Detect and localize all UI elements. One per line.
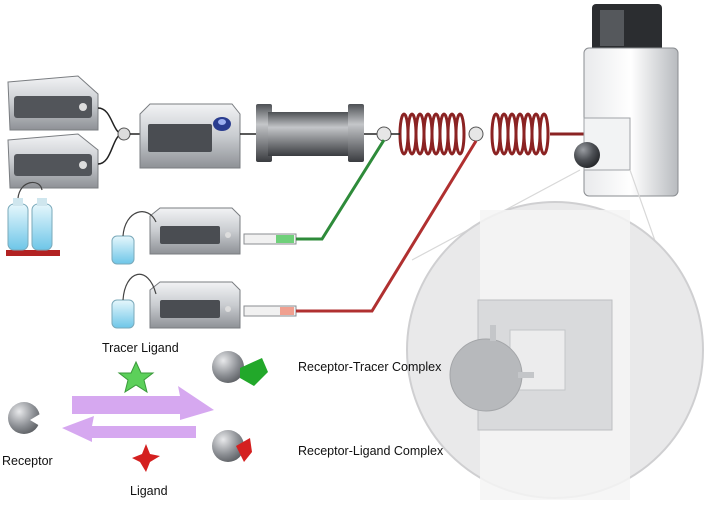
- tracer-infusion-pump: [111, 207, 241, 265]
- tracer-line: [296, 139, 386, 241]
- receptor-ligand-complex-label: Receptor-Ligand Complex: [298, 444, 444, 458]
- solvent-pump-lower: [7, 133, 99, 189]
- solvent-pump-upper: [7, 75, 99, 131]
- reaction-coil-2: [490, 112, 550, 156]
- mass-spectrometer: [574, 4, 679, 197]
- ion-source-ball: [574, 142, 600, 168]
- ligand-infusion-pump: [111, 273, 241, 329]
- ligand-line: [296, 140, 478, 313]
- tracer-ligand-label: Tracer Ligand: [102, 341, 179, 355]
- ligand-mixing-tee: [468, 126, 484, 142]
- ligand-star-icon: [132, 444, 160, 472]
- tracer-ligand-star-icon: [117, 360, 155, 394]
- reaction-coil-1: [398, 112, 466, 156]
- tracer-mixing-tee: [376, 126, 392, 142]
- solvent-bottles: [6, 181, 60, 256]
- receptor-icon: [8, 402, 40, 434]
- equilibrium-arrows-icon: [62, 386, 214, 442]
- column: [256, 104, 364, 162]
- ligand-label: Ligand: [130, 484, 168, 498]
- receptor-label: Receptor: [2, 454, 53, 468]
- receptor-tracer-complex-icon: [212, 351, 268, 386]
- receptor-ligand-complex-icon: [212, 430, 252, 462]
- autosampler: [139, 103, 241, 169]
- tracer-syringe: [243, 233, 297, 245]
- ion-source-magnifier: [406, 169, 704, 500]
- receptor-tracer-complex-label: Receptor-Tracer Complex: [298, 360, 442, 374]
- mixing-tee: [117, 127, 131, 141]
- ligand-syringe: [243, 305, 297, 317]
